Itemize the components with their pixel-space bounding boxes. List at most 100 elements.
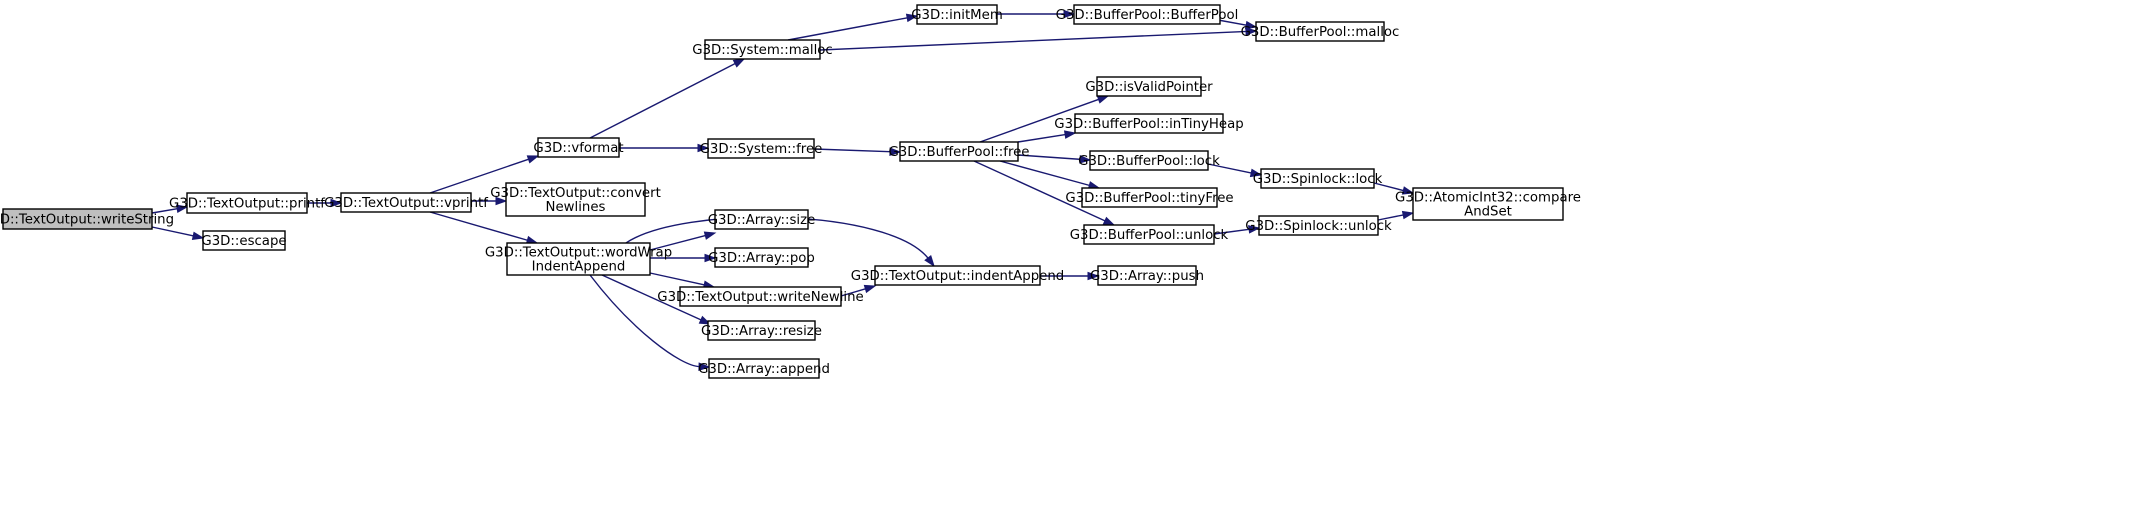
node-initMem[interactable]: G3D::initMem [911, 4, 1003, 25]
node-arrayResize[interactable]: G3D::Array::resize [701, 320, 822, 341]
edge-bpCtor-to-bpMalloc [1217, 19, 1258, 30]
edge-arrowhead [1249, 168, 1263, 178]
edge-sysMalloc-to-initMem [787, 13, 919, 41]
edge-line [787, 16, 909, 41]
edge-spinLock-to-compareAndSet [1373, 182, 1415, 195]
node-box [2, 208, 153, 230]
edge-initMem-to-bpCtor [997, 9, 1076, 19]
edge-line [973, 160, 1107, 222]
edge-wordWrap-to-writeNewline [649, 272, 716, 289]
edge-arrowhead [526, 155, 540, 164]
edge-arrowhead [175, 204, 189, 214]
node-spinUnlock[interactable]: G3D::Spinlock::unlock [1245, 215, 1392, 236]
node-label: AndSet [1464, 205, 1512, 220]
edge-arrowhead [1248, 225, 1261, 234]
node-label: G3D::TextOutput::vprintf [324, 196, 488, 211]
node-bpMalloc[interactable]: G3D::BufferPool::malloc [1241, 21, 1400, 42]
node-box [506, 242, 651, 276]
node-box [1412, 187, 1564, 221]
edge-arrowhead [698, 362, 711, 371]
node-box [1258, 215, 1379, 236]
edge-wordWrap-to-arrayPop [650, 253, 717, 263]
edge-arrowhead [330, 198, 343, 208]
edge-line [1377, 214, 1405, 221]
node-label: G3D::isValidPointer [1085, 80, 1213, 95]
node-inTinyHeap[interactable]: G3D::BufferPool::inTinyHeap [1054, 113, 1244, 134]
edge-arrowhead [863, 284, 877, 294]
edge-line [840, 287, 867, 297]
edge-arrowhead [1063, 130, 1077, 139]
node-box [186, 192, 308, 214]
node-box [707, 320, 816, 341]
edge-line [429, 211, 529, 242]
node-label: G3D::Array::resize [701, 324, 822, 339]
edge-line [429, 158, 530, 194]
node-label: IndentAppend [532, 260, 626, 275]
node-box [874, 265, 1041, 286]
edge-line [649, 272, 706, 286]
edge-line [1213, 228, 1251, 235]
edge-indentAppend-to-arrayPush [1040, 271, 1100, 281]
node-sysFree[interactable]: G3D::System::free [700, 138, 823, 159]
node-label: G3D::vformat [533, 141, 623, 156]
edge-bpLock-to-spinLock [1207, 163, 1263, 178]
node-writeNewline[interactable]: G3D::TextOutput::writeNewline [657, 286, 864, 307]
node-label: G3D::Array::append [698, 362, 830, 377]
node-spinLock[interactable]: G3D::Spinlock::lock [1253, 168, 1383, 189]
edge-line [151, 226, 195, 237]
node-box [1255, 21, 1385, 42]
node-box [714, 247, 809, 268]
edge-arrowhead [1096, 95, 1110, 104]
node-label: G3D::System::malloc [692, 43, 832, 58]
node-bpLock[interactable]: G3D::BufferPool::lock [1078, 150, 1220, 171]
node-box [1081, 187, 1218, 208]
node-label: G3D::Spinlock::lock [1253, 172, 1383, 187]
edge-arrowhead [704, 253, 717, 263]
node-label: G3D::TextOutput::printf [169, 197, 325, 212]
node-vformat[interactable]: G3D::vformat [533, 137, 624, 158]
edge-writeString-to-escape [151, 226, 205, 241]
edge-arrowhead [1401, 210, 1415, 220]
node-label: G3D::TextOutput::wordWrap [485, 246, 672, 261]
edge-arrowhead [191, 231, 205, 241]
edge-arrowhead [1079, 154, 1092, 164]
node-arrayAppend[interactable]: G3D::Array::append [698, 358, 830, 379]
node-label: G3D::Spinlock::unlock [1245, 219, 1392, 234]
node-tinyFree[interactable]: G3D::BufferPool::tinyFree [1065, 187, 1234, 208]
node-escape[interactable]: G3D::escape [201, 230, 287, 251]
node-bpCtor[interactable]: G3D::BufferPool::BufferPool [1056, 4, 1239, 25]
node-printf[interactable]: G3D::TextOutput::printf [169, 192, 325, 214]
node-vprintf[interactable]: G3D::TextOutput::vprintf [324, 192, 488, 213]
edge-wordWrap-to-arrayAppend [589, 274, 711, 371]
edge-vprintf-to-convertNewlines [471, 196, 508, 206]
node-label: G3D::Array::size [708, 213, 816, 228]
node-label: G3D::AtomicInt32::compare [1395, 191, 1581, 206]
node-label: G3D::escape [201, 234, 286, 249]
node-sysMalloc[interactable]: G3D::System::malloc [692, 39, 833, 60]
node-arrayPop[interactable]: G3D::Array::pop [708, 247, 815, 268]
node-isValidPointer[interactable]: G3D::isValidPointer [1085, 76, 1213, 97]
edge-spinUnlock-to-compareAndSet [1377, 210, 1415, 221]
node-bpFree[interactable]: G3D::BufferPool::free [888, 141, 1030, 162]
edge-arrowhead [905, 13, 919, 23]
node-box [916, 4, 998, 25]
edge-bpUnlock-to-spinUnlock [1213, 225, 1261, 235]
edge-line [601, 274, 703, 321]
node-box [704, 39, 821, 60]
edge-arrowhead [1087, 271, 1100, 281]
node-arrayPush[interactable]: G3D::Array::push [1090, 265, 1204, 286]
node-bpUnlock[interactable]: G3D::BufferPool::unlock [1070, 224, 1229, 245]
edge-vformat-to-sysMalloc [589, 58, 746, 139]
node-box [340, 192, 472, 213]
node-box [1073, 4, 1221, 25]
node-arraySize[interactable]: G3D::Array::size [708, 209, 816, 230]
node-label: G3D::TextOutput::writeNewline [657, 290, 863, 305]
node-writeString[interactable]: G3D::TextOutput::writeString [0, 208, 174, 230]
node-indentAppend[interactable]: G3D::TextOutput::indentAppend [851, 265, 1064, 286]
edge-line [979, 98, 1100, 143]
node-box [1260, 168, 1375, 189]
node-label: G3D::TextOutput::writeString [0, 213, 174, 228]
